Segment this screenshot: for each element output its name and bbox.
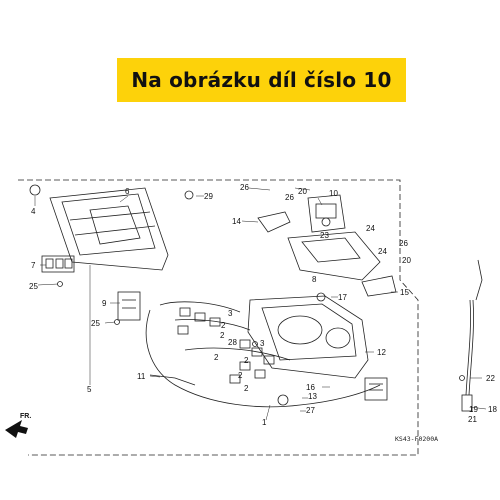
bulb-sockets [177,307,275,384]
callout-13: 13 [308,392,317,401]
part-29-screw [184,190,194,200]
callout-6: 6 [125,187,130,196]
part-4-nut [29,184,41,196]
speedometer-cable [465,299,471,396]
callout-8: 8 [312,275,317,284]
callout-11: 11 [137,372,146,381]
callout-7: 7 [31,261,36,270]
callout-2: 2 [244,384,249,393]
callout-22: 22 [486,374,495,383]
callout-25: 25 [29,282,38,291]
front-direction-arrow: FR. [5,413,31,438]
callout-26: 26 [285,193,294,202]
diagram-code: KS43-F0200A [395,435,438,443]
callout-26: 26 [399,239,408,248]
callout-18: 18 [488,405,497,414]
part-7-switch [41,255,75,273]
callout-24: 24 [378,247,387,256]
callout-24: 24 [366,224,375,233]
callout-2: 2 [244,356,249,365]
callout-17: 17 [338,293,347,302]
callout-2: 2 [214,353,219,362]
callout-2: 2 [238,371,243,380]
callout-5: 5 [87,385,92,394]
part-14-bracket [257,211,291,233]
callout-12: 12 [377,348,386,357]
part-10-housing [307,194,346,233]
callout-16: 16 [306,383,315,392]
assembly-outline [18,179,419,456]
callout-3: 3 [260,339,265,348]
callout-20: 20 [402,256,411,265]
callout-23: 23 [320,231,329,240]
callout-1: 1 [262,418,267,427]
part-9-socket [117,291,141,321]
callout-26: 26 [240,183,249,192]
callout-2: 2 [221,321,226,330]
part-6-cover [49,187,169,271]
callout-2: 2 [220,331,225,340]
part-8-panel [287,231,381,281]
banner-text: Na obrázku díl číslo 10 [131,68,392,92]
callout-14: 14 [232,217,241,226]
callout-21: 21 [468,415,477,424]
callout-9: 9 [102,299,107,308]
part-12-case [247,295,369,379]
callout-29: 29 [204,192,213,201]
part-number-banner: Na obrázku díl číslo 10 [117,58,406,102]
callout-10: 10 [329,189,338,198]
callout-28: 28 [228,338,237,347]
part-15-cover [361,275,397,297]
part-1-harness [145,309,381,408]
callout-15: 15 [400,288,409,297]
callout-25: 25 [91,319,100,328]
callout-4: 4 [31,207,36,216]
callout-19: 19 [469,405,478,414]
callout-27: 27 [306,406,315,415]
part-16-connector [364,377,388,401]
fr-label: FR. [20,413,31,420]
callout-20: 20 [298,187,307,196]
callout-3: 3 [228,309,233,318]
